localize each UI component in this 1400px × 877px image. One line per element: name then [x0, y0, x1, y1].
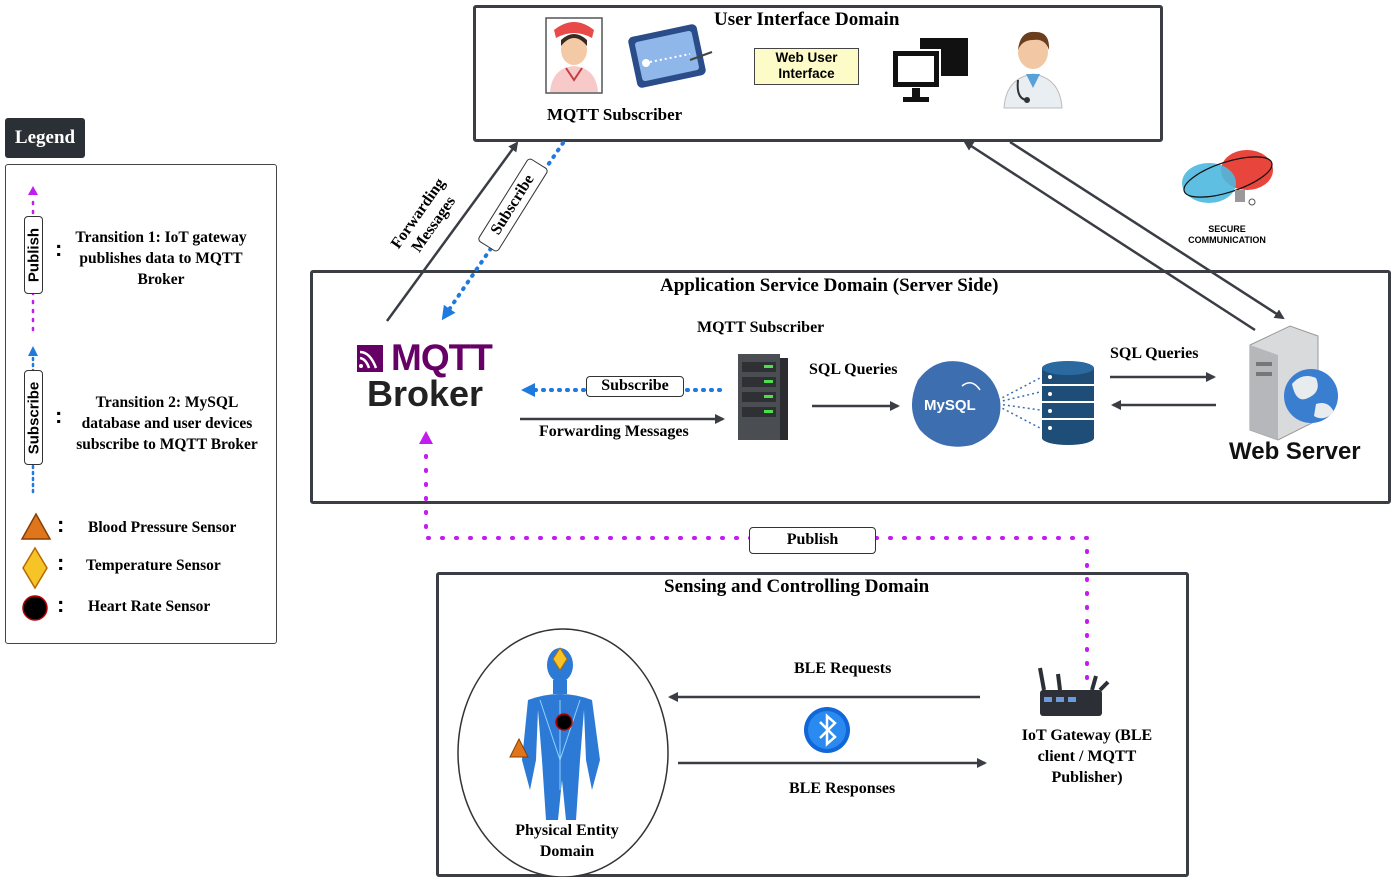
publish-tag: Publish	[749, 527, 876, 554]
doctor-icon	[1003, 31, 1063, 109]
application-service-domain-title: Application Service Domain (Server Side)	[660, 275, 999, 296]
ui-mqtt-subscriber-label: MQTT Subscriber	[547, 105, 683, 124]
broker-forwarding-label: Forwarding Messages	[539, 423, 689, 440]
nurse-icon	[545, 17, 603, 94]
user-interface-domain-title: User Interface Domain	[714, 9, 900, 30]
legend-subscribe-tag: Subscribe	[24, 370, 43, 465]
mysql-db-connectors	[997, 377, 1041, 429]
bluetooth-icon	[804, 707, 850, 753]
hr-sensor-icon	[22, 595, 48, 621]
secure-communication-label: SECURE COMMUNICATION	[1188, 224, 1266, 245]
legend-colon: :	[57, 550, 65, 575]
mqtt-logo-icon	[357, 345, 383, 372]
mqtt-logo-text: MQTT	[391, 337, 493, 378]
ble-requests-label: BLE Requests	[794, 660, 892, 677]
broker-label: Broker	[367, 373, 484, 414]
sensing-controlling-domain	[436, 572, 1189, 877]
legend-publish-tag: Publish	[24, 216, 43, 294]
legend-colon: :	[55, 236, 63, 261]
tablet-icon	[628, 24, 713, 88]
legend-transition-1: Transition 1: IoT gateway publishes data…	[75, 229, 247, 288]
monitors-icon	[891, 38, 968, 102]
legend-colon: :	[55, 403, 63, 428]
sql-queries-right-label: SQL Queries	[1110, 345, 1199, 362]
physical-entity-label: Physical Entity Domain	[515, 822, 619, 860]
mysql-label: MySQL	[924, 397, 976, 414]
legend-temp-sensor: Temperature Sensor	[86, 557, 221, 574]
sql-queries-left-label: SQL Queries	[809, 361, 898, 378]
database-icon	[1042, 361, 1094, 445]
user-interface-domain	[473, 5, 1163, 142]
app-mqtt-subscriber-label: MQTT Subscriber	[697, 319, 825, 336]
temp-sensor-marker	[552, 647, 568, 671]
ble-responses-label: BLE Responses	[789, 780, 896, 797]
legend-box	[5, 164, 277, 644]
legend-publish-arrow	[28, 186, 38, 332]
hr-sensor-marker	[555, 713, 573, 731]
publish-path	[419, 431, 1089, 680]
broker-subscribe-tag: Subscribe	[586, 376, 684, 397]
legend-title: Legend	[5, 118, 85, 158]
web-server-label: Web Server	[1229, 438, 1361, 465]
web-user-interface-box: Web User Interface	[754, 48, 859, 85]
ui-to-webserver-arrow	[1009, 140, 1285, 320]
bp-sensor-marker	[509, 737, 529, 758]
temp-sensor-icon	[22, 546, 48, 590]
legend-colon: :	[57, 592, 65, 617]
legend-transition-2: Transition 2: MySQL database and user de…	[76, 394, 258, 453]
legend-hr-sensor: Heart Rate Sensor	[88, 598, 211, 615]
legend-colon: :	[57, 512, 65, 537]
bp-sensor-icon	[20, 512, 52, 540]
sensing-controlling-domain-title: Sensing and Controlling Domain	[664, 576, 930, 597]
server-rack-icon	[738, 354, 788, 440]
iot-gateway-icon	[1038, 667, 1110, 716]
iot-gateway-label: IoT Gateway (BLE client / MQTT Publisher…	[1021, 727, 1153, 786]
webserver-to-ui-arrow	[963, 140, 1256, 332]
web-server-icon	[1249, 325, 1338, 441]
application-service-domain	[310, 270, 1391, 504]
legend-bp-sensor: Blood Pressure Sensor	[88, 519, 237, 536]
secure-communication-icon	[1182, 150, 1273, 206]
forwarding-arrow-up	[385, 141, 519, 322]
mysql-icon	[911, 361, 1001, 447]
